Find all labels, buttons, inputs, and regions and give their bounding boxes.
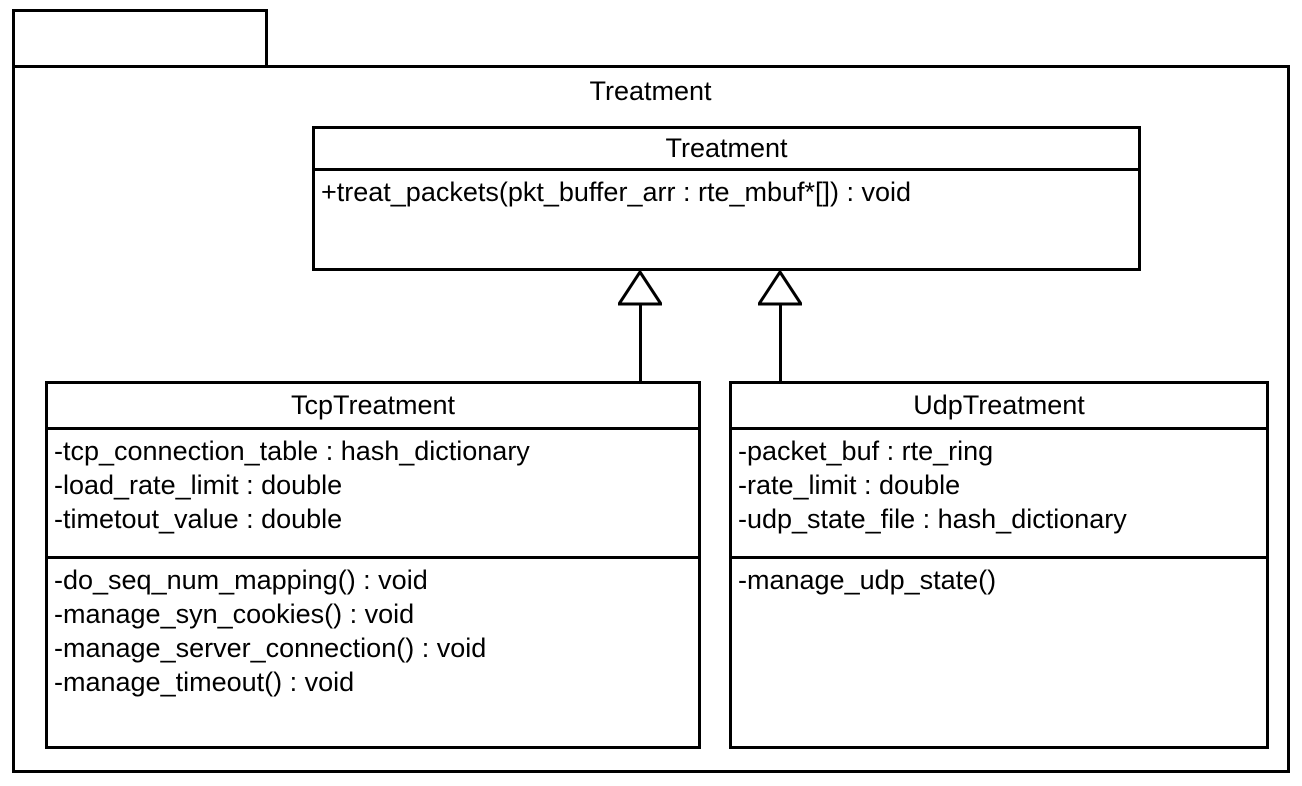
- attribute: -load_rate_limit : double: [54, 470, 343, 500]
- package-tab: [12, 9, 268, 66]
- operation: +treat_packets(pkt_buffer_arr : rte_mbuf…: [321, 177, 912, 207]
- operation: -manage_syn_cookies() : void: [54, 599, 415, 629]
- generalization-line-udptreatment: [779, 303, 782, 383]
- class-operations-tcptreatment: -do_seq_num_mapping() : void -manage_syn…: [48, 559, 698, 746]
- operation: -manage_server_connection() : void: [54, 633, 487, 663]
- class-attributes-tcptreatment: -tcp_connection_table : hash_dictionary …: [48, 430, 698, 559]
- attribute: -tcp_connection_table : hash_dictionary: [54, 436, 530, 466]
- package-title: Treatment: [589, 76, 712, 106]
- class-attributes-udptreatment: -packet_buf : rte_ring -rate_limit : dou…: [732, 430, 1266, 559]
- attribute: -timetout_value : double: [54, 504, 343, 534]
- attribute: -packet_buf : rte_ring: [738, 436, 994, 466]
- class-name-udptreatment: UdpTreatment: [732, 384, 1266, 430]
- class-name-treatment: Treatment: [315, 129, 1138, 171]
- class-operations-treatment: +treat_packets(pkt_buffer_arr : rte_mbuf…: [315, 171, 1138, 268]
- generalization-arrowhead-tcptreatment: [618, 271, 662, 306]
- generalization-line-tcptreatment: [639, 303, 642, 383]
- class-operations-udptreatment: -manage_udp_state(): [732, 559, 1266, 746]
- attribute: -udp_state_file : hash_dictionary: [738, 504, 1127, 534]
- operation: -do_seq_num_mapping() : void: [54, 565, 428, 595]
- class-box-udptreatment[interactable]: UdpTreatment -packet_buf : rte_ring -rat…: [729, 381, 1269, 749]
- generalization-arrowhead-udptreatment: [758, 271, 802, 306]
- class-box-treatment[interactable]: Treatment +treat_packets(pkt_buffer_arr …: [312, 126, 1141, 271]
- class-name-tcptreatment: TcpTreatment: [48, 384, 698, 430]
- class-box-tcptreatment[interactable]: TcpTreatment -tcp_connection_table : has…: [45, 381, 701, 749]
- operation: -manage_timeout() : void: [54, 667, 355, 697]
- operation: -manage_udp_state(): [738, 565, 997, 595]
- attribute: -rate_limit : double: [738, 470, 961, 500]
